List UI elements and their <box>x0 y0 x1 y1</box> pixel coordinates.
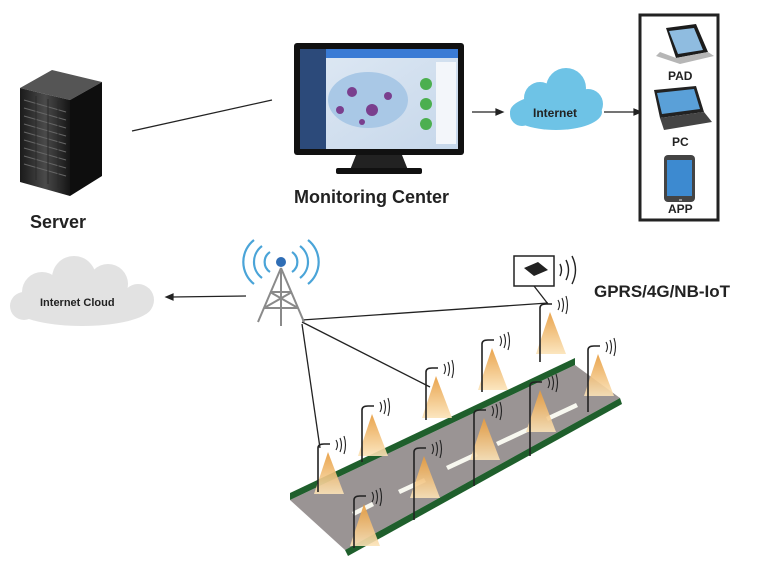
server-to-monitor-line <box>131 99 273 132</box>
internet-cloud <box>510 68 603 130</box>
server-tower-icon <box>20 70 102 196</box>
pad-label: PAD <box>668 69 693 83</box>
street-lamp <box>584 337 617 412</box>
concentrator-icon <box>513 255 577 305</box>
street-lamp <box>526 373 559 456</box>
street-lamp <box>358 397 391 462</box>
street-lamp <box>470 401 503 486</box>
street-lamp <box>350 487 383 548</box>
arrows <box>164 108 643 301</box>
street-lamp <box>422 359 455 420</box>
street-lamp <box>478 331 511 392</box>
app-label: APP <box>668 202 693 216</box>
monitoring-center-label: Monitoring Center <box>294 187 449 207</box>
connection-lines <box>131 99 549 449</box>
laptop-icon <box>654 86 712 130</box>
monitor-icon <box>294 43 464 174</box>
tower-to-near-lamp-line <box>301 323 321 449</box>
internet-cloud-label: Internet Cloud <box>40 297 115 309</box>
road <box>290 358 622 556</box>
tower-to-concentrator-line <box>301 302 549 321</box>
internet-cloud-grey <box>10 256 154 326</box>
tablet-icon <box>656 24 714 64</box>
phone-icon <box>664 155 695 202</box>
street-lamp <box>314 435 347 494</box>
network-label: GPRS/4G/NB-IoT <box>594 282 731 301</box>
street-lamp <box>410 439 443 520</box>
street-lamp <box>536 295 569 362</box>
pc-label: PC <box>672 135 689 149</box>
tower-to-lamp-line <box>301 321 431 388</box>
server-label: Server <box>30 212 86 232</box>
street-lamps <box>314 295 617 548</box>
signal-tower-icon <box>242 239 320 326</box>
device-panel <box>638 13 720 222</box>
internet-label: Internet <box>533 106 577 120</box>
